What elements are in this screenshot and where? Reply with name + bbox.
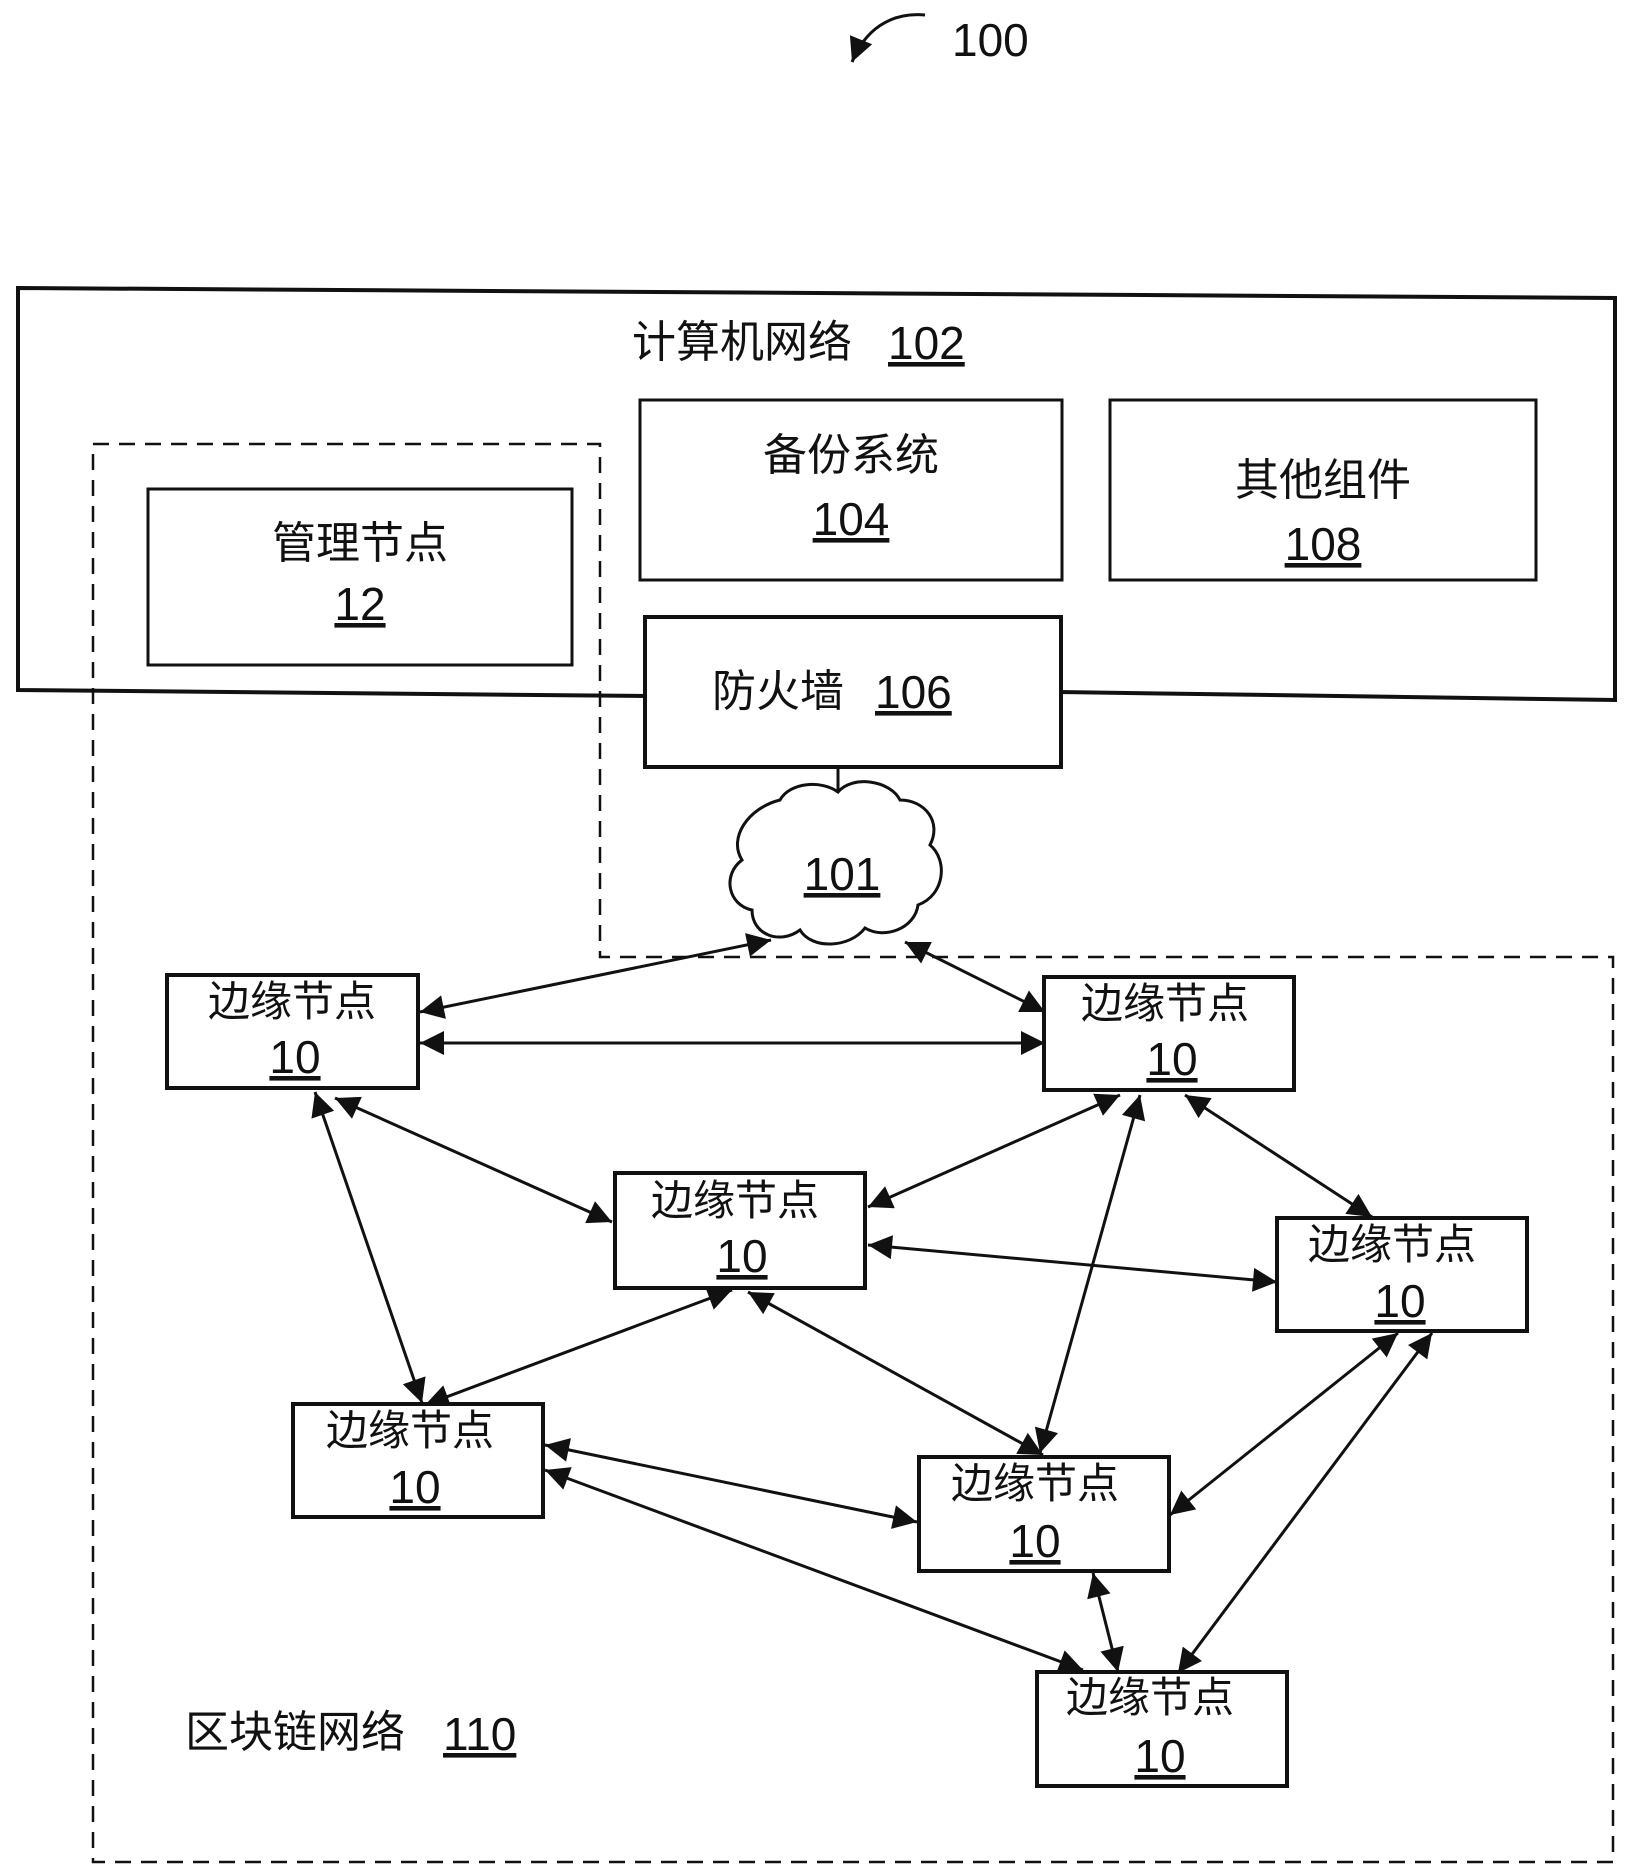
figure-ref-arrow [852,15,925,62]
link-node2-node3 [868,1095,1120,1207]
link-cloud-node1 [420,940,771,1012]
figure-ref-number: 100 [952,14,1029,66]
link-node6-node7 [1093,1573,1118,1672]
link-node5-node6 [545,1445,917,1522]
link-node1-node5 [315,1092,422,1403]
edge-node-ref: 10 [269,1031,320,1083]
blockchain-network-ref: 110 [443,1708,516,1760]
link-node3-node6 [748,1292,1043,1455]
firewall-ref: 106 [875,666,952,718]
blockchain-network-label: 区块链网络 [185,1707,405,1758]
edge-node-ref: 10 [1374,1275,1425,1327]
edge-node-label: 边缘节点 [951,1459,1119,1508]
other-components-ref: 108 [1285,518,1362,570]
link-node3-node5 [425,1290,732,1405]
edge-node-label: 边缘节点 [1308,1220,1476,1269]
management-node-box [148,489,572,665]
management-node-label: 管理节点 [272,518,448,569]
backup-system-box [640,400,1062,580]
edge-node-ref: 10 [1009,1515,1060,1567]
edge-node-label: 边缘节点 [1081,979,1249,1028]
edge-node-ref: 10 [389,1461,440,1513]
backup-system-ref: 104 [813,493,890,545]
edge-node-label: 边缘节点 [1066,1673,1234,1722]
firewall-label: 防火墙 [712,666,844,717]
edge-node-label: 边缘节点 [208,977,376,1026]
management-node-ref: 12 [334,578,385,630]
link-node2-node6 [1040,1095,1140,1453]
edge-node-ref: 10 [1134,1730,1185,1782]
edge-node-label: 边缘节点 [651,1176,819,1225]
computer-network-label: 计算机网络 [632,317,852,368]
other-components-label: 其他组件 [1235,455,1411,506]
computer-network-ref: 102 [888,317,965,369]
backup-system-label: 备份系统 [763,430,939,481]
link-node3-node4 [868,1245,1277,1282]
link-cloud-node2 [905,942,1045,1012]
link-node4-node7 [1178,1333,1432,1673]
link-node2-node4 [1185,1095,1372,1217]
link-node1-node3 [335,1098,612,1222]
edge-node-ref: 10 [716,1230,767,1282]
edge-node-ref: 10 [1146,1033,1197,1085]
cloud-ref: 101 [804,848,881,900]
firewall-box [645,617,1061,767]
edge-node-label: 边缘节点 [326,1406,494,1455]
